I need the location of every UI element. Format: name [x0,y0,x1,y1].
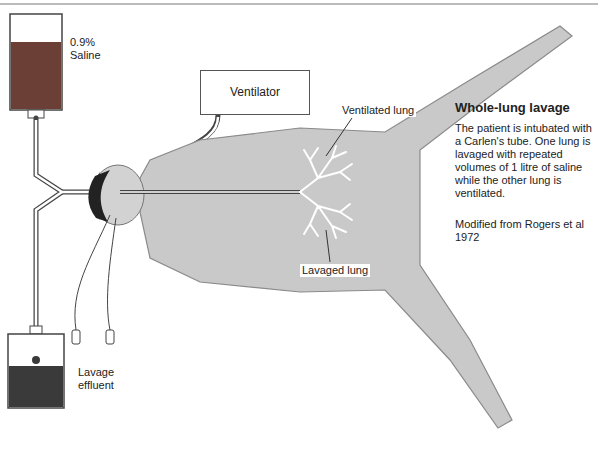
leader-line [326,118,352,156]
node-label: Ventilator [230,86,280,99]
effluent-fill [9,366,63,407]
saline-fill [11,42,61,109]
bottle-neck [30,326,42,334]
part-label: Ventilated lung [340,104,416,117]
effluent-bottle [8,334,64,408]
cuff-lines [75,215,116,330]
top-rule [0,3,598,5]
bronchial-tree [300,146,352,238]
diagram-title: Whole-lung lavage [455,100,595,116]
saline-bag-node: 0.9% Saline [10,14,62,110]
node-label: 0.9% Saline [70,36,120,62]
source-note: Modified from Rogers et al 1972 [455,218,585,244]
cuff-valves [72,330,114,344]
leader-line [326,230,330,262]
effluent-bottle-node: Lavage effluent [8,334,64,408]
part-label: Lavaged lung [300,264,370,277]
carlens-tube [120,190,300,194]
saline-bag [10,14,62,110]
ventilator-box: Ventilator [200,70,310,115]
drip [32,356,40,364]
node-label: Lavage effluent [78,366,148,392]
hair [88,170,110,222]
description-note: The patient is intubated with a Carlen's… [455,122,593,200]
